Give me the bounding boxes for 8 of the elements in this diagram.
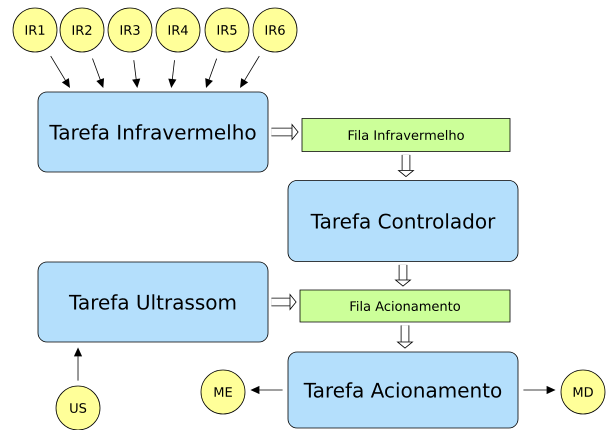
task-box: Tarefa Controlador	[288, 180, 518, 262]
task-box: Tarefa Ultrassom	[38, 262, 268, 342]
task-box: Tarefa Infravermelho	[38, 92, 268, 172]
queue-box: Fila Acionamento	[300, 290, 510, 322]
task-box: Tarefa Acionamento	[288, 352, 518, 428]
queue-box: Fila Infravermelho	[302, 118, 510, 152]
arrow	[50, 56, 70, 88]
arrow	[240, 56, 260, 88]
